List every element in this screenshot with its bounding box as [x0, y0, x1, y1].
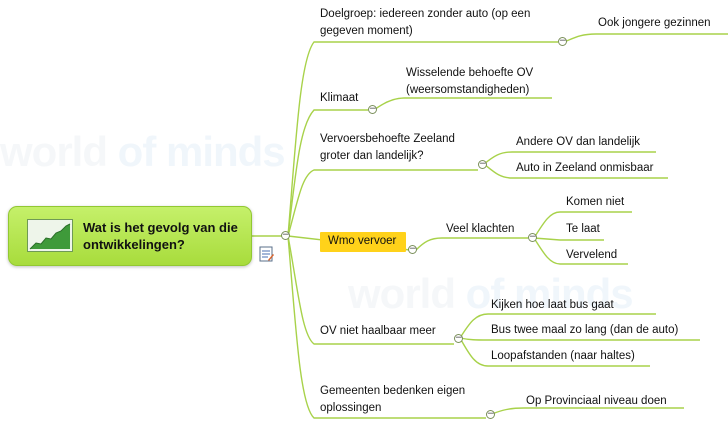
connector: [491, 407, 684, 415]
topic-label-line: oplossingen: [320, 402, 382, 414]
topic-andere-ov[interactable]: Andere OV dan landelijk: [516, 136, 641, 148]
collapse-toggle[interactable]: −: [486, 409, 495, 419]
topic-label-line: Gemeenten bedenken eigen: [320, 385, 466, 397]
connector: [415, 237, 528, 251]
collapse-toggle[interactable]: −: [408, 244, 417, 254]
topic-vervelend[interactable]: Vervelend: [566, 249, 618, 261]
collapse-toggle[interactable]: −: [528, 232, 537, 242]
collapse-toggle[interactable]: −: [454, 333, 463, 343]
collapse-toggle[interactable]: −: [281, 230, 290, 240]
connector: [483, 163, 668, 179]
wmo-highlight: [320, 232, 406, 252]
chart-thumbnail-icon: [27, 219, 73, 252]
topic-klimaat[interactable]: Klimaat: [320, 92, 359, 104]
central-topic-label: Wat is het gevolg van die ontwikkelingen…: [83, 220, 238, 252]
topic-vervoersbehoefte[interactable]: Vervoersbehoefte Zeeland groter dan land…: [320, 131, 455, 165]
connector: [533, 211, 632, 239]
connector: [533, 237, 628, 265]
topic-label-line: gegeven moment): [320, 25, 413, 37]
connector: [287, 169, 478, 237]
connector: [563, 33, 728, 43]
connector: [533, 237, 604, 241]
topic-doelgroep[interactable]: Doelgroep: iedereen zonder auto (op een …: [320, 6, 530, 40]
collapse-toggle[interactable]: −: [368, 104, 377, 114]
connector: [287, 109, 368, 237]
collapse-toggle[interactable]: −: [478, 159, 487, 169]
topic-wmo-vervoer[interactable]: Wmo vervoer: [328, 235, 397, 247]
topic-label-line: Wisselende behoefte OV: [406, 67, 534, 79]
connector: [287, 235, 454, 345]
topic-provinciaal[interactable]: Op Provinciaal niveau doen: [526, 395, 667, 407]
topic-te-laat[interactable]: Te laat: [566, 223, 600, 235]
topic-jongere-gezinnen[interactable]: Ook jongere gezinnen: [598, 17, 711, 29]
collapse-toggle[interactable]: −: [558, 36, 567, 46]
topic-ov-niet-haalbaar[interactable]: OV niet haalbaar meer: [320, 325, 436, 337]
connector: [287, 41, 558, 237]
topic-label-line: (weersomstandigheden): [406, 84, 530, 96]
connector: [459, 313, 656, 339]
topic-komen-niet[interactable]: Komen niet: [566, 196, 625, 208]
topic-loopafstanden[interactable]: Loopafstanden (naar haltes): [491, 350, 635, 362]
topic-wisselende-behoefte[interactable]: Wisselende behoefte OV (weersomstandighe…: [406, 65, 533, 99]
topic-auto-zeeland[interactable]: Auto in Zeeland onmisbaar: [516, 162, 654, 174]
topic-bus-twee-maal[interactable]: Bus twee maal zo lang (dan de auto): [491, 324, 679, 336]
central-topic[interactable]: Wat is het gevolg van die ontwikkelingen…: [8, 206, 252, 266]
topic-label-line: groter dan landelijk?: [320, 150, 424, 162]
notes-icon[interactable]: [259, 246, 274, 262]
connector: [373, 97, 552, 111]
connector: [287, 235, 486, 419]
topic-veel-klachten[interactable]: Veel klachten: [446, 223, 515, 235]
topic-kijken-bus[interactable]: Kijken hoe laat bus gaat: [491, 299, 614, 311]
topic-label-line: Doelgroep: iedereen zonder auto (op een: [320, 8, 531, 20]
connector: [483, 151, 656, 165]
connector: [459, 337, 650, 367]
topic-label-line: Vervoersbehoefte Zeeland: [320, 133, 455, 145]
topic-gemeenten[interactable]: Gemeenten bedenken eigen oplossingen: [320, 383, 465, 417]
